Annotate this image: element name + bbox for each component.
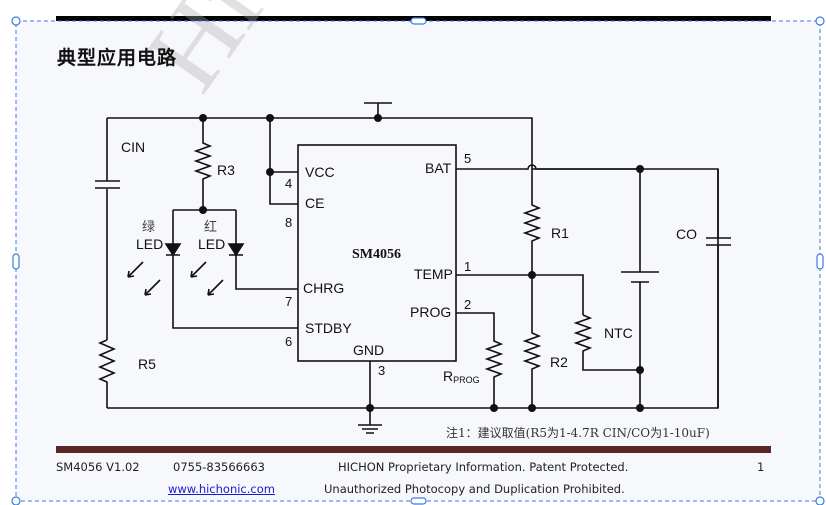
label-co: CO — [676, 226, 697, 242]
r1-resistor — [522, 162, 542, 275]
junction-dot — [636, 165, 644, 173]
wire-prog — [456, 312, 504, 408]
pin-label-ce: CE — [305, 195, 324, 211]
label-ntc: NTC — [604, 325, 633, 341]
pin-label-prog: PROG — [410, 304, 451, 320]
pin-number-4: 4 — [285, 176, 292, 191]
pin-label-stdby: STDBY — [305, 320, 352, 336]
label-r3: R3 — [217, 162, 235, 178]
junction-dot — [266, 114, 274, 122]
wire-temp — [456, 274, 584, 315]
r5-resistor — [97, 339, 117, 408]
junction-dot — [528, 404, 536, 412]
junction-dot — [199, 114, 207, 122]
pin-label-bat: BAT — [425, 160, 452, 176]
ntc-resistor — [573, 314, 640, 371]
wire-bottom-rail — [107, 168, 719, 409]
pin-label-vcc: VCC — [305, 164, 335, 180]
label-r1: R1 — [551, 225, 569, 241]
wire-led-branch — [172, 209, 298, 329]
pin-number-6: 6 — [285, 334, 292, 349]
footer-rule — [56, 446, 771, 453]
pin-label-chrg: CHRG — [303, 280, 344, 296]
label-r5: R5 — [138, 356, 156, 372]
pin-number-5: 5 — [464, 151, 471, 166]
label-red-led: LED — [198, 236, 225, 252]
junction-dot — [528, 271, 536, 279]
r3-resistor — [193, 118, 213, 210]
label-red-led-cn: 红 — [204, 219, 217, 235]
junction-dot — [366, 404, 374, 412]
label-green-led-cn: 绿 — [142, 220, 155, 235]
cin-capacitor — [95, 180, 120, 189]
pin-number-1: 1 — [464, 259, 471, 274]
green-led — [164, 243, 182, 257]
junction-dot — [199, 206, 207, 214]
junction-dot — [266, 168, 274, 176]
label-rprog: RPROG — [443, 368, 480, 385]
junction-dot — [636, 366, 644, 374]
junction-dot — [636, 404, 644, 412]
footer-proprietary: HICHON Proprietary Information. Patent P… — [338, 460, 629, 474]
wire-vcc-ce — [269, 118, 298, 205]
label-r2: R2 — [550, 354, 568, 370]
footer-page-number: 1 — [757, 460, 765, 474]
pin-label-gnd: GND — [353, 342, 384, 358]
junction-dots — [199, 114, 644, 412]
junction-dot — [374, 114, 382, 122]
recommended-values-note: 注1：建议取值(R5为1-4.7R CIN/CO为1-10uF) — [446, 426, 710, 440]
wire-bat — [456, 164, 640, 170]
label-cin: CIN — [121, 139, 145, 155]
co-capacitor — [706, 169, 731, 408]
pin-number-8: 8 — [285, 215, 292, 230]
junction-dot — [490, 404, 498, 412]
pin-number-3: 3 — [378, 363, 385, 378]
pin-number-7: 7 — [285, 294, 292, 309]
chip-name: SM4056 — [352, 247, 401, 262]
footer-duplication-notice: Unauthorized Photocopy and Duplication P… — [324, 482, 625, 496]
label-green-led: LED — [136, 236, 163, 252]
footer-model: SM4056 V1.02 — [56, 460, 140, 474]
footer-phone: 0755-83566663 — [173, 460, 265, 474]
footer-website-link[interactable]: www.hichonic.com — [168, 482, 275, 496]
r2-resistor — [522, 275, 542, 408]
pin-number-2: 2 — [464, 297, 471, 312]
red-led — [227, 243, 245, 257]
pin-label-temp: TEMP — [414, 266, 453, 282]
